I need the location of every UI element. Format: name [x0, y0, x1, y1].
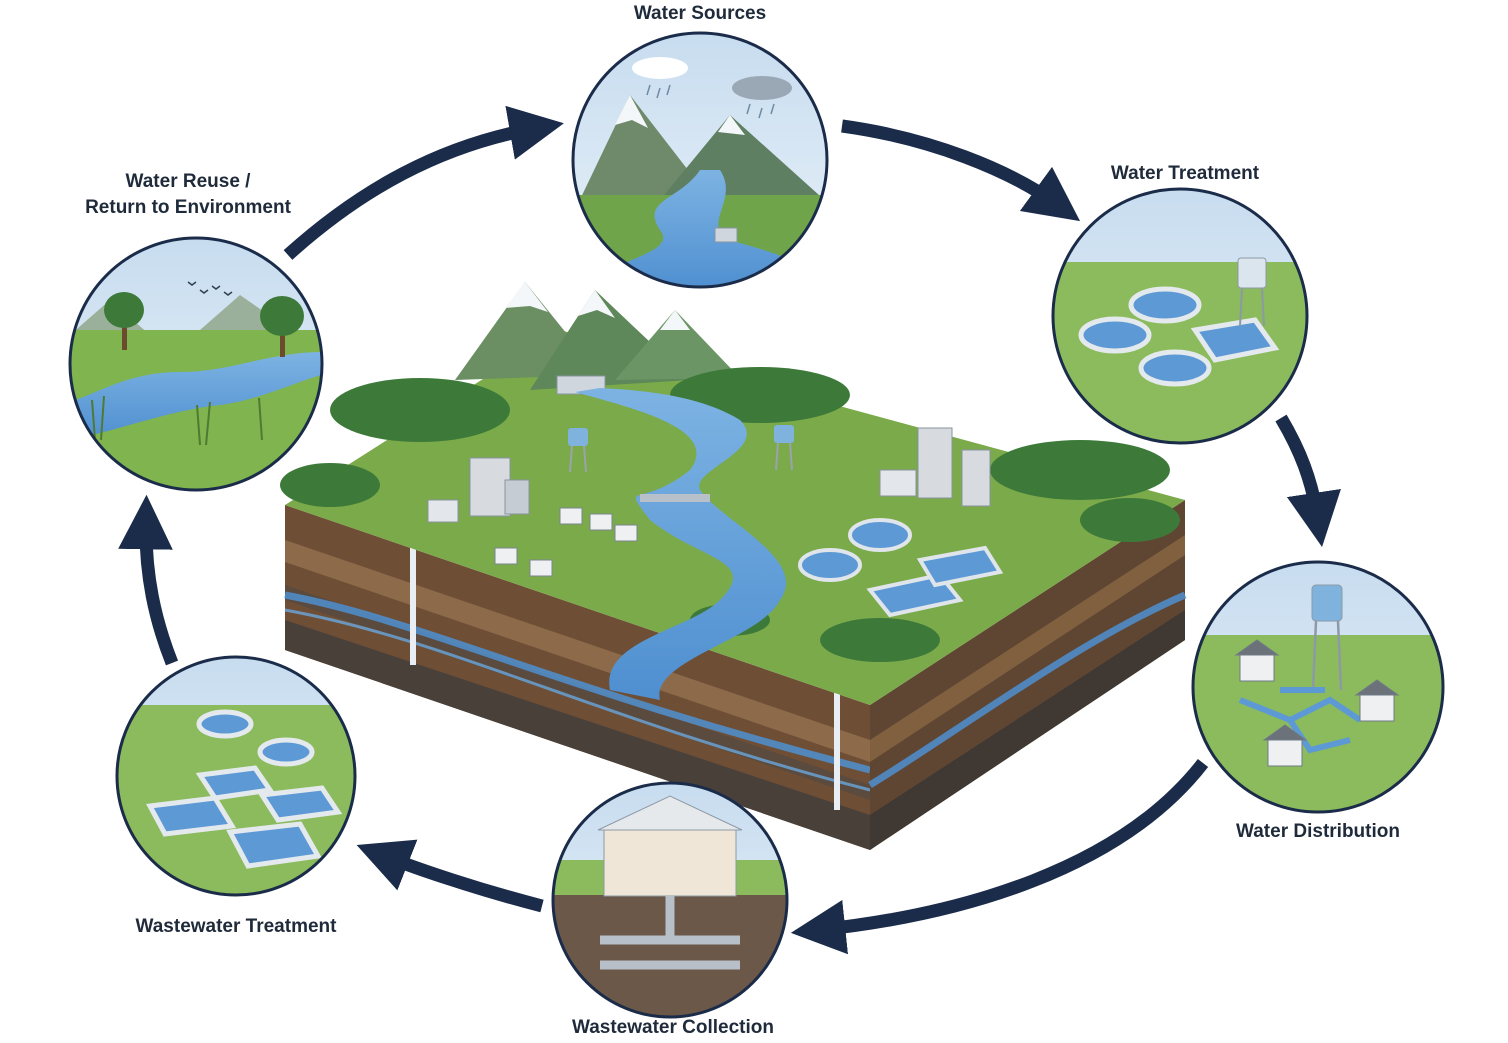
- label-water-distribution: Water Distribution: [1236, 821, 1400, 842]
- label-water-reuse: Water Reuse / Return to Environment: [62, 169, 314, 221]
- water-sources-vignette: [571, 31, 829, 289]
- city-right: [879, 427, 991, 507]
- clarifier-tank-icon: [1078, 286, 1280, 387]
- water-tower-icon: [1237, 257, 1267, 327]
- sewer-pipe-icon: [600, 896, 740, 970]
- arrow-wastewater-to-reuse: [118, 494, 179, 666]
- label-water-reuse-line2: Return to Environment: [85, 197, 291, 219]
- water-reuse-vignette: [68, 236, 324, 492]
- clarifier-tank-icon: [146, 709, 343, 869]
- wastewater-treatment-vignette: [115, 655, 357, 897]
- central-landscape: [280, 282, 1187, 850]
- river-icon: [590, 170, 827, 287]
- label-water-reuse-line1: Water Reuse /: [125, 171, 251, 192]
- house-icon: [1234, 639, 1400, 767]
- arrow-distribution-to-collection: [790, 759, 1209, 955]
- water-distribution-vignette: [1191, 560, 1445, 814]
- rain-cloud-icon: [632, 57, 792, 119]
- forest: [280, 367, 1180, 662]
- soil-cross-section: [284, 500, 1187, 850]
- house-icon: [597, 795, 743, 897]
- label-wastewater-collection: Wastewater Collection: [571, 1017, 774, 1038]
- arrow-collection-to-wastewater: [356, 839, 544, 913]
- cycle-arrows: [118, 105, 1341, 955]
- pipe-network: [1238, 687, 1362, 754]
- label-wastewater-treatment: Wastewater Treatment: [135, 916, 337, 937]
- arrow-treatment-to-distribution: [1275, 414, 1341, 547]
- label-water-treatment: Water Treatment: [1110, 163, 1260, 184]
- water-treatment-vignette: [1051, 187, 1309, 445]
- ground-surface: [285, 330, 1185, 705]
- house-icon: [494, 507, 638, 577]
- mountain-icon: [455, 282, 740, 390]
- arrow-reuse-to-sources: [283, 105, 564, 260]
- water-tower-icon: [1311, 584, 1343, 691]
- town-left: [427, 457, 638, 577]
- water-tower-icon: [568, 425, 794, 473]
- label-water-sources: Water Sources: [633, 3, 767, 24]
- dam-icon: [714, 227, 738, 243]
- river-icon: [70, 352, 322, 440]
- bird-icon: [187, 281, 233, 296]
- tree-icon: [104, 292, 304, 357]
- clarifier-tank-icon: [798, 518, 1004, 618]
- arrow-sources-to-treatment: [841, 119, 1081, 222]
- river-icon: [575, 388, 787, 700]
- wastewater-collection-vignette: [551, 781, 789, 1019]
